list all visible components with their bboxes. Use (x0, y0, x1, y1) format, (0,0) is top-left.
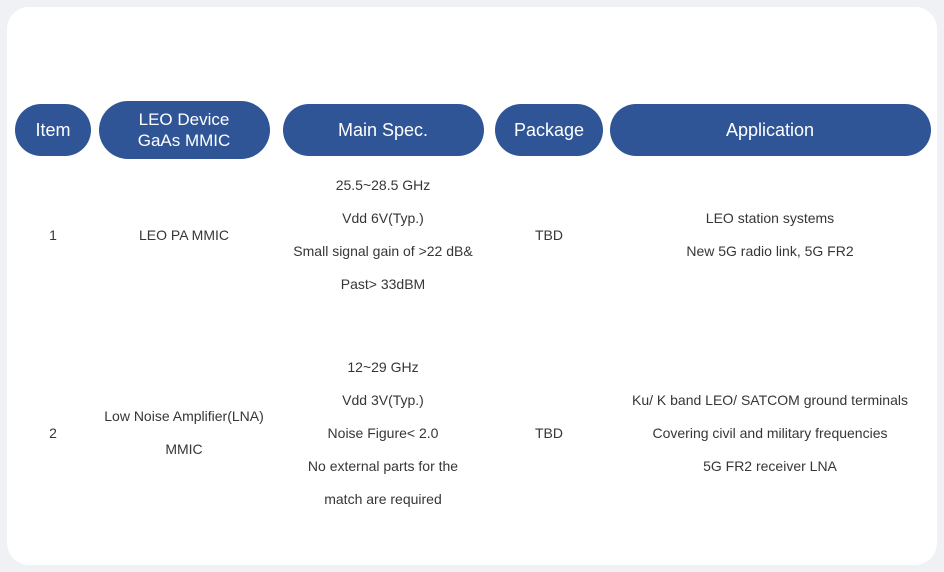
column-header-label: Package (513, 120, 585, 140)
device-name: LEO PA MMIC (139, 226, 229, 243)
application-line: Covering civil and military frequencies (652, 424, 888, 441)
cell-package: TBD (493, 219, 605, 252)
cell-application: LEO station systems New 5G radio link, 5… (605, 202, 935, 268)
spec-line: Vdd 6V(Typ.) (342, 210, 424, 226)
column-header-label: Main Spec. (337, 120, 429, 140)
column-header-application: Application (609, 104, 931, 156)
spec-line: Small signal gain of >22 dB& (293, 243, 473, 259)
column-header-label: Item (35, 120, 71, 140)
column-header-label: LEO Device (138, 110, 230, 129)
spec-line: 25.5~28.5 GHz (335, 177, 431, 193)
application-line: 5G FR2 receiver LNA (703, 457, 837, 474)
cell-application: Ku/ K band LEO/ SATCOM ground terminals … (605, 384, 935, 483)
application-line: Ku/ K band LEO/ SATCOM ground terminals (632, 391, 908, 408)
cell-main-spec: 12~29 GHz Vdd 3V(Typ.) Noise Figure< 2.0… (273, 351, 493, 516)
application-line: LEO station systems (705, 210, 835, 226)
cell-package: TBD (493, 417, 605, 450)
table-row: 1 LEO PA MMIC 25.5~28.5 GHz Vdd 6V(Typ.)… (7, 159, 937, 311)
content-card: Item LEO Device GaAs MMIC Main Spec. Pac… (7, 7, 937, 565)
item-number: 1 (49, 226, 57, 243)
cell-main-spec: 25.5~28.5 GHz Vdd 6V(Typ.) Small signal … (273, 169, 493, 301)
column-header-package: Package (495, 104, 603, 156)
column-header-device: LEO Device GaAs MMIC (98, 101, 270, 159)
spec-line: Noise Figure< 2.0 (327, 424, 439, 441)
device-name: Low Noise Amplifier(LNA) (104, 408, 264, 424)
application-line: New 5G radio link, 5G FR2 (686, 243, 854, 259)
table-row: 2 Low Noise Amplifier(LNA) MMIC 12~29 GH… (7, 311, 937, 555)
device-name: MMIC (165, 441, 203, 457)
cell-device: Low Noise Amplifier(LNA) MMIC (95, 400, 273, 466)
spec-line: Vdd 3V(Typ.) (342, 391, 424, 408)
table-header-row: Item LEO Device GaAs MMIC Main Spec. Pac… (7, 101, 937, 159)
cell-device: LEO PA MMIC (95, 219, 273, 252)
spec-line: Past> 33dBM (340, 276, 426, 292)
column-header-label: Application (725, 120, 815, 140)
cell-item: 2 (11, 417, 95, 450)
package-value: TBD (535, 226, 563, 243)
spec-line: No external parts for the (307, 457, 459, 474)
item-number: 2 (49, 424, 57, 441)
spec-line: match are required (324, 490, 442, 507)
column-header-label: GaAs MMIC (137, 131, 231, 150)
column-header-item: Item (15, 104, 91, 156)
spec-line: 12~29 GHz (347, 358, 419, 375)
package-value: TBD (535, 424, 563, 441)
cell-item: 1 (11, 219, 95, 252)
column-header-main-spec: Main Spec. (282, 104, 484, 156)
